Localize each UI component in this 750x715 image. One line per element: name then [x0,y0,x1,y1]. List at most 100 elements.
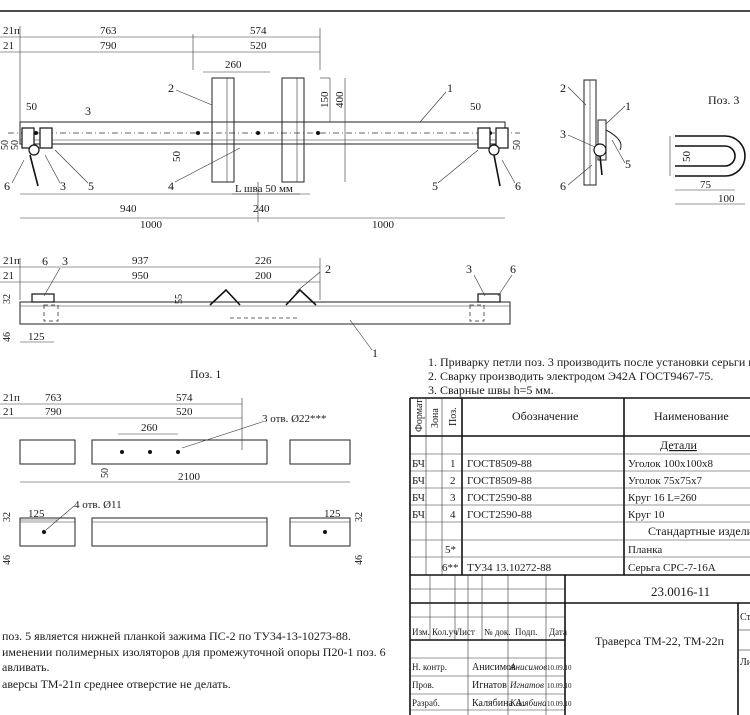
hdr-name: Наименование [654,409,729,423]
svg-text:Н. контр.: Н. контр. [412,662,447,672]
fv-dim-200: 200 [255,270,272,282]
note-3: 3. Сварные швы h=5 мм. [428,383,554,397]
product-name: Траверса ТМ-22, ТМ-22п [595,634,725,648]
pos3-dim-100: 100 [718,193,735,205]
hdr-izm: Изм. [412,627,430,637]
dim-763: 763 [100,25,117,37]
fv-dim-55: 55 [174,294,185,304]
dim-520: 520 [250,40,267,52]
side-callout-2: 2 [560,81,566,95]
hdr-date: Дата [549,627,567,637]
fv-dim-46-left: 46 [2,332,13,342]
side-cell-li: Ли [740,657,750,668]
hdr-list: Лист [456,627,475,637]
svg-text:Игнатов: Игнатов [472,680,507,691]
svg-text:Круг 16 L=260: Круг 16 L=260 [628,492,697,504]
note-left-4: аверсы ТМ-21п среднее отверстие не делат… [2,677,231,691]
p1-dim-574: 574 [176,392,193,404]
svg-text:5*: 5* [445,544,456,556]
pos1-title: Поз. 1 [190,367,221,381]
callout-2: 2 [168,81,174,95]
svg-text:Уголок 100х100х8: Уголок 100х100х8 [628,458,713,470]
svg-text:БЧ: БЧ [412,458,425,470]
title-block: 23.0016-11 Траверса ТМ-22, ТМ-22п Ст Ли … [410,575,750,715]
dim-50-mid: 50 [171,151,183,163]
svg-text:ГОСТ2590-88: ГОСТ2590-88 [467,509,532,521]
svg-text:ГОСТ8509-88: ГОСТ8509-88 [467,458,532,470]
p1-dim-32-right: 32 [354,512,365,522]
dim-50-left-b: 50 [10,140,21,150]
dim-50-right-a: 50 [512,140,523,150]
table-row: БЧ 4 ГОСТ2590-88 Круг 10 [412,509,665,521]
fv-callout-2: 2 [325,262,331,276]
notes-right: 1. Приварку петли поз. 3 производить пос… [428,355,750,397]
svg-text:Калябина: Калябина [509,698,547,708]
main-beam [19,121,506,145]
dim-1000-left: 1000 [140,219,163,231]
dim-50-top-right: 50 [470,101,482,113]
p1-dim-21: 21 [3,406,14,418]
svg-text:4: 4 [450,509,456,521]
svg-text:БЧ: БЧ [412,509,425,521]
side-detail: 2 1 3 5 6 [560,79,631,193]
note-left-2: именении полимерных изоляторов для проме… [2,645,386,659]
pos3-title: Поз. 3 [708,93,739,107]
p1-dim-2100: 2100 [178,471,201,483]
hdr-zone: Зона [430,408,441,428]
hdr-sign: Подп. [515,627,537,637]
side-callout-5: 5 [625,157,631,171]
fv-callout-3-left: 3 [62,254,68,268]
weld-length-note: L шва 50 мм [235,183,293,195]
angle-right [281,77,305,183]
side-cell-st: Ст [740,612,750,623]
fv-dim-21: 21 [3,270,14,282]
svg-text:2: 2 [450,475,456,487]
table-row: БЧ 2 ГОСТ8509-88 Уголок 75х75х7 [412,475,702,487]
svg-text:Круг 10: Круг 10 [628,509,665,521]
hdr-pos: Поз. [448,407,459,426]
hdr-doc: № док. [484,627,511,637]
p1-dim-125-right: 125 [324,508,341,520]
p1-dim-790: 790 [45,406,62,418]
p1-dim-125-left: 125 [28,508,45,520]
hdr-designation: Обозначение [512,409,578,423]
svg-text:10.09.10: 10.09.10 [547,682,572,690]
p1-dim-46-left: 46 [2,555,13,565]
pos3-dim-50: 50 [681,151,693,163]
signer-row: Н. контр. Анисимов Анисимов 10.09.10 [412,662,572,673]
svg-text:Пров.: Пров. [412,680,434,690]
svg-text:Уголок 75х75х7: Уголок 75х75х7 [628,475,702,487]
svg-text:ГОСТ2590-88: ГОСТ2590-88 [467,492,532,504]
callout-3-left: 3 [60,179,66,193]
p1-dim-21p: 21п [3,392,20,404]
dim-260: 260 [225,59,242,71]
svg-text:Игнатов: Игнатов [509,680,544,690]
p1-dim-32-left: 32 [2,512,13,522]
fv-dim-226: 226 [255,255,272,267]
svg-text:Анисимов: Анисимов [509,662,547,672]
svg-text:Анисимов: Анисимов [472,662,516,673]
section-standard: Стандартные изделия [648,524,750,538]
dim-1000-right: 1000 [372,219,395,231]
fv-callout-6-right: 6 [510,262,516,276]
svg-text:3: 3 [450,492,456,504]
section-details: Детали [660,438,697,452]
side-callout-3: 3 [560,127,566,141]
svg-text:10.09.10: 10.09.10 [547,700,572,708]
hole-note-22: 3 отв. Ø22*** [262,413,327,425]
callout-5: 5 [88,179,94,193]
svg-text:6**: 6** [442,562,459,574]
dim-21: 21 [3,40,14,52]
dim-790: 790 [100,40,117,52]
dim-50-top-left: 50 [26,101,38,113]
note-2: 2. Сварку производить электродом Э42А ГО… [428,369,713,383]
svg-text:ТУ34 13.10272-88: ТУ34 13.10272-88 [467,562,552,574]
dim-50-left-a: 50 [0,140,11,150]
p1-dim-763: 763 [45,392,62,404]
fv-callout-1: 1 [372,346,378,360]
dim-940: 940 [120,203,137,215]
fv-dim-937: 937 [132,255,149,267]
dim-574: 574 [250,25,267,37]
fv-dim-125: 125 [28,331,45,343]
